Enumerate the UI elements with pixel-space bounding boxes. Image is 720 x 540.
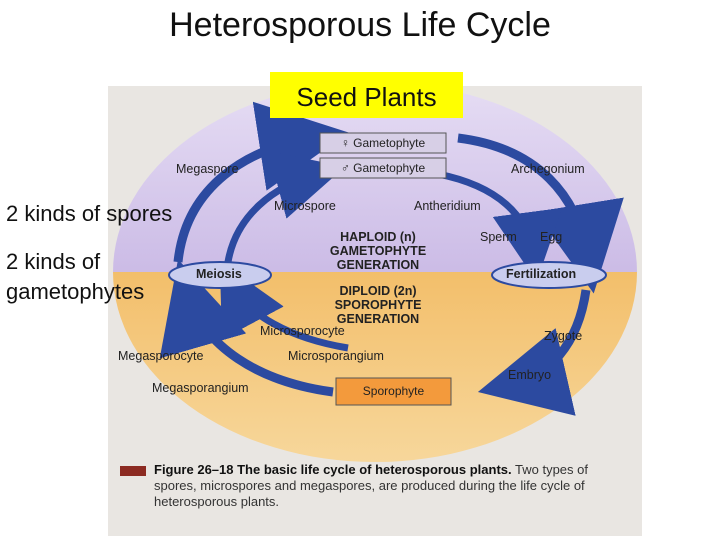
arrow-microsporangium	[219, 261, 349, 352]
diploid-line-2: SPOROPHYTE	[334, 298, 422, 312]
label-antheridium: Antheridium	[414, 199, 481, 213]
life-cycle-figure: ♀ Gametophyte ♂ Gametophyte Megaspore Ar…	[108, 86, 642, 536]
fertilization-oval	[491, 261, 607, 289]
arrow-megasporangium	[159, 259, 334, 397]
side-note-spores: 2 kinds of spores	[6, 201, 173, 226]
arrow-megaspore	[173, 101, 349, 263]
caption-heading: Figure 26–18 The basic life cycle of het…	[154, 462, 512, 477]
female-gametophyte-label: ♀ Gametophyte	[340, 136, 426, 150]
label-megasporocyte: Megasporocyte	[118, 349, 204, 363]
haploid-line-1: HAPLOID (n)	[340, 230, 416, 244]
seed-plants-badge: Seed Plants	[270, 72, 463, 118]
haploid-line-3: GENERATION	[336, 258, 420, 272]
male-gametophyte-box	[319, 157, 447, 179]
sporophyte-box	[335, 377, 452, 406]
male-gametophyte-label: ♂ Gametophyte	[340, 161, 426, 175]
caption-body: Two types of spores, microspores and meg…	[154, 462, 588, 509]
arrow-archegonium	[457, 133, 624, 294]
label-sporophyte: Sporophyte	[362, 384, 425, 398]
arrow-microspore	[224, 151, 346, 263]
arrow-embryo	[477, 289, 591, 416]
label-embryo: Embryo	[508, 368, 552, 382]
label-microspore: Microspore	[274, 199, 336, 213]
label-megasporangium: Megasporangium	[152, 381, 249, 395]
label-zygote: Zygote	[544, 329, 583, 343]
caption-marker	[120, 466, 146, 476]
arrow-antheridium	[437, 170, 563, 282]
label-microsporangium: Microsporangium	[288, 349, 384, 363]
haploid-line-2: GAMETOPHYTE	[329, 244, 427, 258]
figure-caption: Figure 26–18 The basic life cycle of het…	[154, 462, 632, 510]
diploid-line-1: DIPLOID (2n)	[339, 284, 417, 298]
label-microsporocyte: Microsporocyte	[260, 324, 345, 338]
label-fertilization: Fertilization	[506, 267, 577, 281]
side-note-gametophytes: 2 kinds of gametophytes	[6, 249, 145, 304]
label-meiosis: Meiosis	[196, 267, 242, 281]
diploid-line-3: GENERATION	[336, 312, 420, 326]
label-megaspore: Megaspore	[176, 162, 239, 176]
diploid-generation-label: DIPLOID (2n) SPOROPHYTE GENERATION	[308, 284, 448, 326]
female-gametophyte-box	[319, 132, 447, 154]
figure-graphics	[113, 86, 637, 476]
label-egg: Egg	[540, 230, 563, 244]
slide-title: Heterosporous Life Cycle	[169, 6, 551, 44]
meiosis-oval	[168, 261, 272, 289]
label-archegonium: Archegonium	[511, 162, 585, 176]
haploid-generation-label: HAPLOID (n) GAMETOPHYTE GENERATION	[308, 230, 448, 272]
label-sperm: Sperm	[480, 230, 517, 244]
